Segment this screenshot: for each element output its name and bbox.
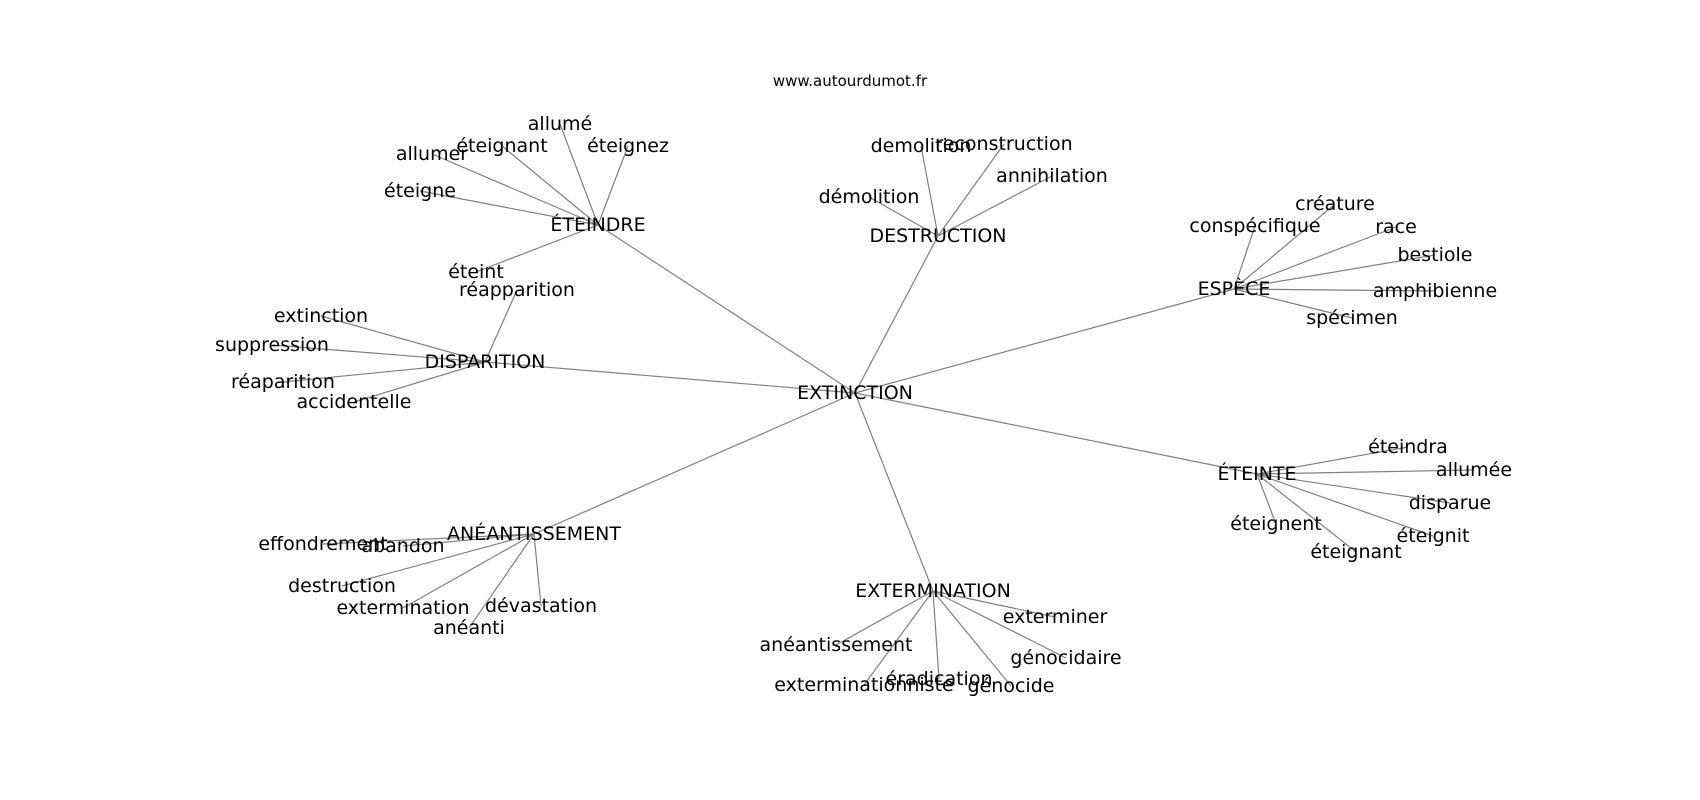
edge-4-3 — [1256, 473, 1434, 537]
center-node: EXTINCTION — [797, 382, 913, 404]
edge-2-2 — [1233, 226, 1397, 290]
edge-3-2 — [271, 344, 486, 363]
leaf-node: demolition — [871, 135, 972, 157]
edge-6-1 — [835, 590, 934, 646]
hub-node: DESTRUCTION — [869, 225, 1006, 247]
edge-5-5 — [468, 533, 535, 629]
leaf-node: bestiole — [1398, 244, 1473, 266]
edge-center-2 — [854, 288, 1235, 394]
edge-0-1 — [501, 145, 599, 226]
leaf-node: accidentelle — [297, 391, 412, 413]
edge-6-5 — [932, 590, 1012, 687]
leaf-node: exterminer — [1003, 606, 1108, 628]
edge-center-4 — [854, 392, 1258, 475]
leaf-node: éteignit — [1397, 525, 1470, 547]
edge-3-1 — [320, 315, 486, 363]
edge-center-3 — [484, 361, 856, 394]
leaf-node: éteignez — [587, 135, 669, 157]
edge-2-0 — [1233, 203, 1336, 290]
leaf-node: annihilation — [996, 165, 1108, 187]
leaf-node: disparue — [1409, 492, 1492, 514]
hub-node: EXTERMINATION — [855, 580, 1011, 602]
leaf-node: éteint — [448, 261, 504, 283]
edge-6-2 — [932, 590, 1067, 659]
leaf-node: amphibienne — [1373, 280, 1497, 302]
edge-0-0 — [559, 123, 599, 226]
graph-edges — [271, 123, 1475, 687]
leaf-node: allumée — [1436, 459, 1512, 481]
leaf-node: reconstruction — [935, 133, 1072, 155]
edge-2-1 — [1233, 225, 1256, 290]
leaf-node: abandon — [361, 535, 444, 557]
leaf-node: dévastation — [485, 595, 597, 617]
leaf-node: génocide — [968, 675, 1055, 697]
edge-5-2 — [341, 533, 535, 587]
leaf-node: allumer — [396, 143, 468, 165]
edge-0-5 — [475, 224, 599, 273]
edge-3-0 — [484, 289, 518, 363]
edge-5-1 — [402, 533, 535, 547]
edge-center-0 — [597, 224, 856, 394]
edge-0-4 — [419, 190, 599, 226]
edge-1-1 — [937, 143, 1005, 237]
leaf-node: éteignant — [456, 135, 547, 157]
edge-6-4 — [863, 590, 934, 686]
hub-node: ÉTEINDRE — [550, 213, 645, 236]
edge-5-3 — [402, 533, 535, 609]
edge-1-2 — [937, 175, 1053, 237]
hub-node: ÉTEINTE — [1217, 462, 1296, 485]
source-watermark: www.autourdumot.fr — [772, 72, 928, 90]
edge-4-0 — [1256, 446, 1409, 475]
edge-3-3 — [282, 361, 486, 383]
leaf-node: démolition — [819, 186, 920, 208]
leaf-node: anéanti — [433, 617, 505, 639]
edge-4-2 — [1256, 473, 1451, 504]
leaf-node: éteigne — [384, 180, 456, 202]
edge-6-0 — [932, 590, 1056, 618]
leaf-node: réaparition — [231, 371, 335, 393]
edge-2-3 — [1233, 254, 1436, 290]
leaf-node: destruction — [288, 575, 396, 597]
leaf-node: éteindra — [1368, 436, 1448, 458]
leaf-node: spécimen — [1306, 307, 1398, 329]
leaf-node: éteignant — [1310, 541, 1401, 563]
leaf-node: conspécifique — [1189, 215, 1320, 237]
leaf-node: réapparition — [459, 279, 575, 301]
leaf-node: créature — [1295, 193, 1375, 215]
edge-4-1 — [1256, 469, 1475, 475]
leaf-node: exterminationniste — [774, 674, 953, 696]
edge-0-3 — [431, 153, 599, 226]
edge-4-5 — [1256, 473, 1357, 553]
leaf-node: anéantissement — [760, 634, 913, 656]
leaf-node: génocidaire — [1010, 647, 1121, 669]
edge-6-3 — [932, 590, 940, 680]
edge-1-0 — [920, 145, 939, 237]
edge-center-1 — [854, 235, 939, 394]
leaf-node: effondrement — [258, 533, 387, 555]
edge-2-4 — [1233, 288, 1436, 292]
leaf-node: éradication — [886, 668, 993, 690]
edge-1-3 — [868, 196, 939, 237]
leaf-node: allumé — [528, 113, 592, 135]
leaf-node: suppression — [215, 334, 329, 356]
edge-5-4 — [533, 533, 542, 607]
leaf-node: extinction — [274, 305, 368, 327]
edge-4-4 — [1256, 473, 1277, 525]
leaf-node: éteignent — [1230, 513, 1321, 535]
edge-3-4 — [353, 361, 486, 403]
edge-center-5 — [533, 392, 856, 535]
leaf-node: race — [1375, 216, 1417, 238]
hub-node: ANÉANTISSEMENT — [447, 522, 621, 545]
edge-2-5 — [1233, 288, 1353, 319]
edge-0-2 — [597, 145, 629, 226]
edge-center-6 — [854, 392, 934, 592]
hub-node: DISPARITION — [425, 351, 546, 373]
leaf-node: extermination — [336, 597, 469, 619]
edge-5-0 — [322, 533, 535, 545]
hub-node: ESPÈCE — [1198, 277, 1271, 300]
